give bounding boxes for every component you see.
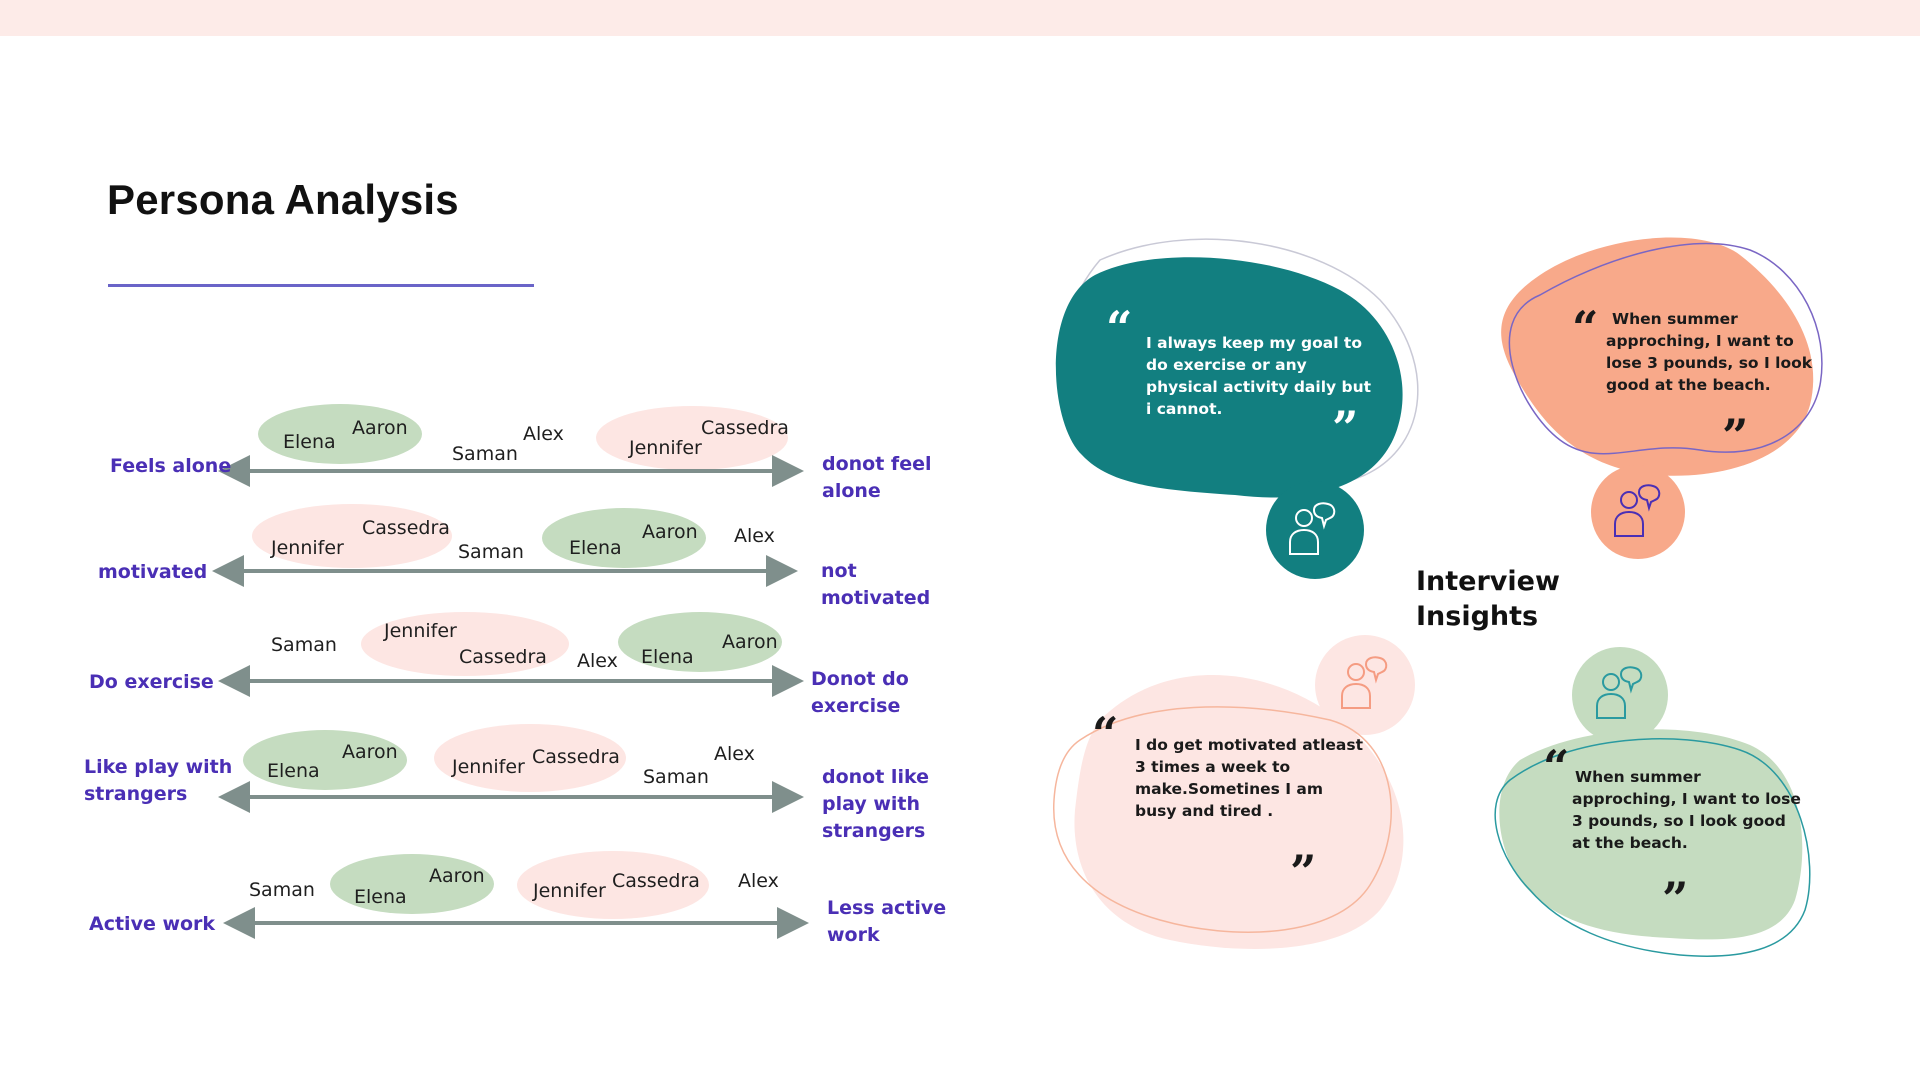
speech-blob bbox=[1501, 237, 1814, 476]
persona-name: Jennifer bbox=[451, 756, 525, 778]
persona-name: Jennifer bbox=[270, 537, 344, 559]
speech-blob bbox=[1055, 257, 1403, 498]
group-bubble-pink bbox=[252, 504, 452, 568]
speech-blob bbox=[1499, 729, 1803, 940]
user-chat-icon bbox=[1596, 666, 1643, 719]
persona-name: Alex bbox=[577, 650, 618, 672]
insight-quote-1: “ I always keep my goal to do exercise o… bbox=[1055, 238, 1419, 579]
persona-name: Elena bbox=[283, 431, 336, 453]
open-quote-mark: “ bbox=[1092, 707, 1118, 761]
persona-name: Alex bbox=[734, 525, 775, 547]
persona-name: Aaron bbox=[642, 521, 698, 543]
insight-quote-text: I do get motivated atleast 3 times a wee… bbox=[1135, 736, 1368, 820]
close-quote-mark: ” bbox=[1722, 409, 1748, 463]
persona-name: Alex bbox=[714, 743, 755, 765]
group-bubble-green bbox=[542, 508, 706, 568]
close-quote-mark: ” bbox=[1662, 872, 1688, 926]
insight-quote-text: I always keep my goal to do exercise or … bbox=[1146, 334, 1376, 418]
close-quote-mark: ” bbox=[1290, 845, 1316, 899]
insights-title: Interview Insights bbox=[1416, 566, 1569, 632]
user-chat-icon bbox=[1614, 484, 1661, 537]
group-bubble-pink bbox=[361, 612, 569, 676]
spectrum-left-label: motivated bbox=[98, 561, 207, 583]
interview-insights: “ I always keep my goal to do exercise o… bbox=[1053, 237, 1823, 957]
insight-quote-text: When summer approching, I want to lose 3… bbox=[1572, 768, 1806, 852]
group-bubble-green bbox=[618, 612, 782, 672]
group-bubble-pink bbox=[517, 851, 709, 919]
insight-quote-text: When summer approching, I want to lose 3… bbox=[1606, 310, 1817, 394]
persona-name: Saman bbox=[271, 634, 337, 656]
persona-name: Elena bbox=[354, 886, 407, 908]
persona-name: Jennifer bbox=[383, 620, 457, 642]
persona-name: Elena bbox=[569, 537, 622, 559]
persona-name: Aaron bbox=[342, 741, 398, 763]
insight-quote-4: “ When summer approching, I want to lose… bbox=[1494, 647, 1811, 957]
speech-blob bbox=[1074, 675, 1404, 949]
blob-outline bbox=[1494, 738, 1811, 957]
open-quote-mark: “ bbox=[1572, 301, 1598, 355]
persona-name: Saman bbox=[643, 766, 709, 788]
persona-name: Cassedra bbox=[612, 870, 700, 892]
spectrum-left-label: Feels alone bbox=[110, 455, 231, 477]
persona-name: Cassedra bbox=[459, 646, 547, 668]
spectrum-left-label: Active work bbox=[89, 913, 215, 935]
spectrum-left-label: Do exercise bbox=[89, 671, 214, 693]
group-bubble-green bbox=[330, 854, 494, 914]
user-chat-icon bbox=[1289, 502, 1336, 555]
persona-name: Jennifer bbox=[532, 880, 606, 902]
avatar-circle bbox=[1315, 635, 1415, 735]
title-underline bbox=[108, 284, 534, 287]
insight-quote-2: “ When summer approching, I want to lose… bbox=[1501, 237, 1823, 559]
blob-outline bbox=[1508, 242, 1823, 455]
persona-name: Saman bbox=[249, 879, 315, 901]
persona-name: Cassedra bbox=[532, 746, 620, 768]
avatar-circle bbox=[1572, 647, 1668, 743]
close-quote-mark: ” bbox=[1332, 401, 1358, 455]
persona-name: Aaron bbox=[429, 865, 485, 887]
group-bubble-pink bbox=[434, 724, 626, 792]
avatar-circle bbox=[1266, 481, 1364, 579]
persona-name: Alex bbox=[738, 870, 779, 892]
page-title: Persona Analysis bbox=[107, 176, 459, 223]
group-bubble-green bbox=[243, 730, 407, 790]
persona-name: Saman bbox=[452, 443, 518, 465]
persona-name: Aaron bbox=[352, 417, 408, 439]
persona-name: Cassedra bbox=[362, 517, 450, 539]
group-bubble-green bbox=[258, 404, 422, 464]
user-chat-icon bbox=[1341, 656, 1388, 709]
blob-outline bbox=[1053, 706, 1392, 933]
persona-name: Elena bbox=[267, 760, 320, 782]
persona-name: Aaron bbox=[722, 631, 778, 653]
open-quote-mark: “ bbox=[1106, 301, 1132, 355]
persona-name: Alex bbox=[523, 423, 564, 445]
top-banner bbox=[0, 0, 1920, 36]
persona-name: Cassedra bbox=[701, 417, 789, 439]
group-bubble-pink bbox=[596, 406, 788, 470]
avatar-circle bbox=[1591, 465, 1685, 559]
persona-name: Jennifer bbox=[628, 437, 702, 459]
insight-quote-3: “ I do get motivated atleast 3 times a w… bbox=[1053, 635, 1415, 949]
persona-name: Elena bbox=[641, 646, 694, 668]
persona-name: Saman bbox=[458, 541, 524, 563]
open-quote-mark: “ bbox=[1543, 740, 1569, 794]
